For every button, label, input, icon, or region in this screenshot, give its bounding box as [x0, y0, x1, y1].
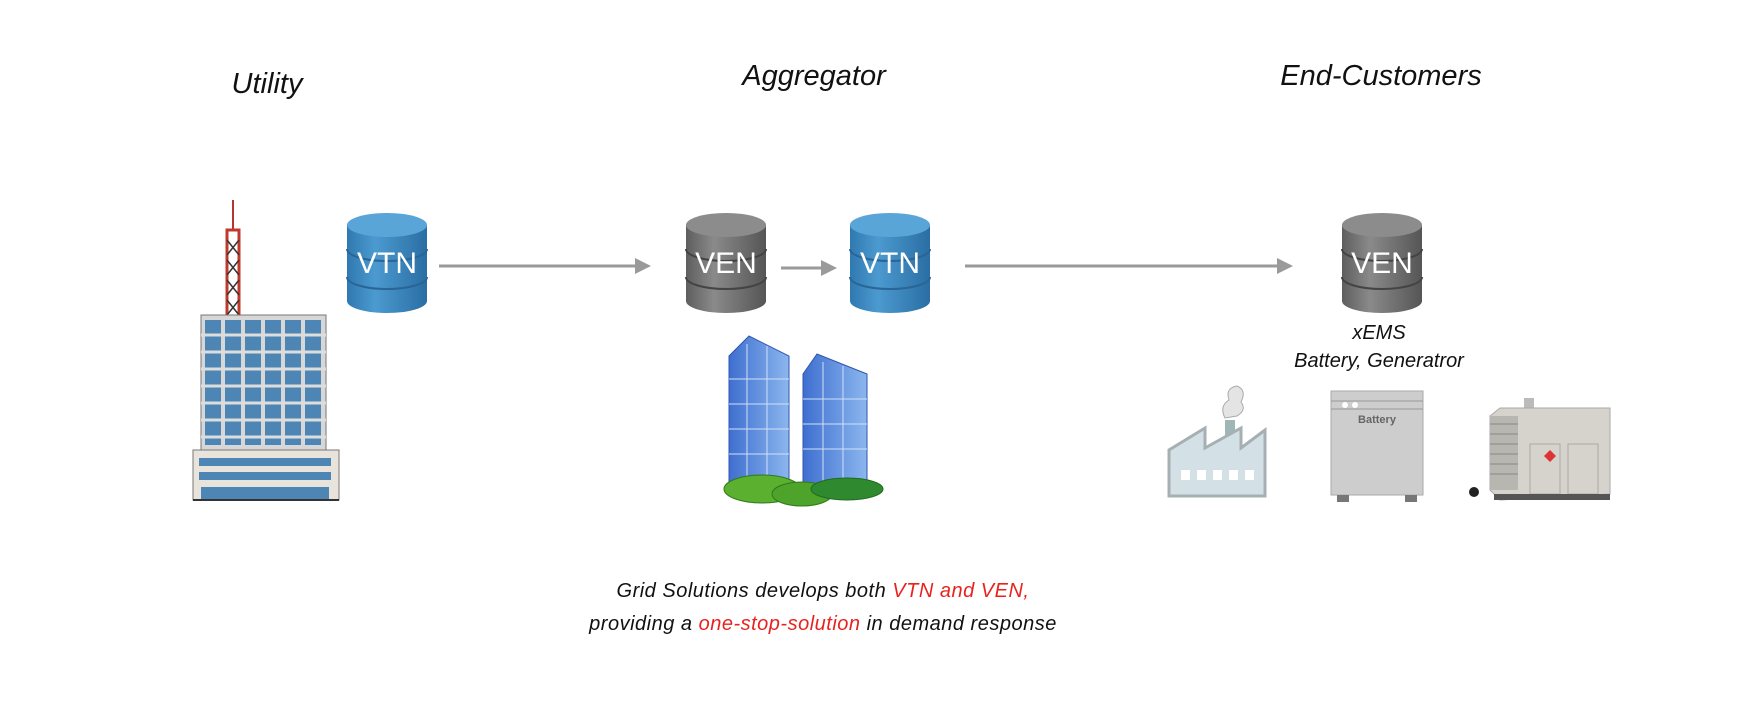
caption-highlight: one-stop-solution: [698, 613, 861, 635]
arrow-ven-to-vtn: [781, 260, 837, 276]
aggregator-vtn-node: VTN: [848, 211, 932, 317]
end-customers-title: End-Customers: [1280, 60, 1482, 92]
utility-building-icon: [192, 200, 340, 501]
caption-line-2: providing a one-stop-solution in demand …: [589, 608, 1057, 641]
aggregator-ven-node: VEN: [684, 211, 768, 317]
database-icon: [1341, 213, 1423, 313]
caption: Grid Solutions develops both VTN and VEN…: [589, 575, 1057, 641]
devices-label: Battery, Generatror: [1294, 350, 1464, 372]
node-label: VEN: [695, 247, 757, 280]
caption-text: providing a: [589, 613, 699, 635]
database-icon: [346, 213, 428, 313]
factory-icon: [1167, 385, 1267, 498]
generator-icon: [1469, 398, 1611, 501]
battery-icon: Battery: [1329, 389, 1425, 503]
node-label: VTN: [357, 247, 417, 280]
database-icon: [685, 213, 767, 313]
xems-label: xEMS: [1352, 322, 1406, 344]
caption-line-1: Grid Solutions develops both VTN and VEN…: [589, 575, 1057, 608]
battery-label: Battery: [1358, 414, 1396, 426]
customer-ven-node: VEN: [1340, 211, 1424, 317]
aggregator-title: Aggregator: [742, 60, 886, 92]
node-label: VEN: [1351, 247, 1413, 280]
arrow-utility-to-aggregator: [439, 258, 651, 274]
caption-text: in demand response: [860, 613, 1057, 635]
customer-note: xEMS Battery, Generatror: [1294, 319, 1464, 375]
caption-text: Grid Solutions develops both: [616, 580, 893, 602]
arrow-aggregator-to-customer: [965, 258, 1293, 274]
utility-title: Utility: [231, 68, 303, 100]
office-buildings-icon: [723, 335, 884, 507]
caption-highlight: VTN and VEN,: [892, 580, 1030, 602]
node-label: VTN: [860, 247, 920, 280]
utility-vtn-node: VTN: [345, 211, 429, 317]
database-icon: [849, 213, 931, 313]
